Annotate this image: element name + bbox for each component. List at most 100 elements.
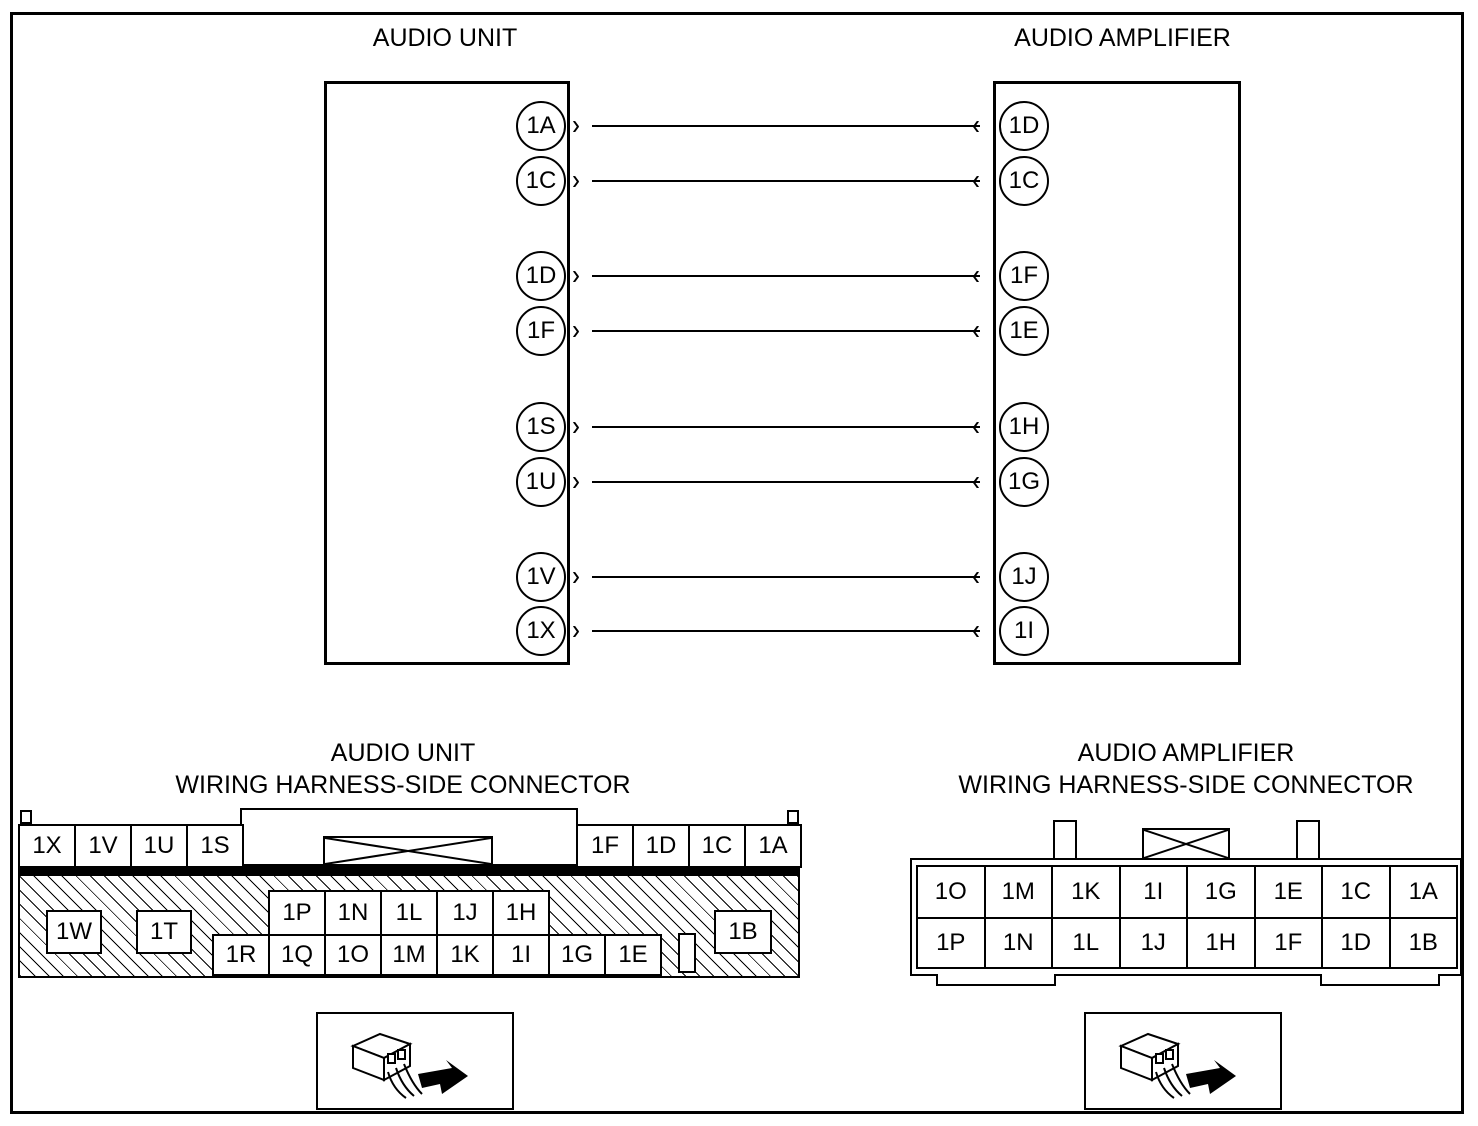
wire-chevron-left-icon: ‹‹ (972, 314, 977, 345)
wire-chevron-right-icon: ›› (572, 314, 577, 345)
connector-pin-cell: 1C (688, 824, 746, 868)
connector-pin-cell: 1I (492, 934, 550, 976)
audio-amplifier-connector-title-1: AUDIO AMPLIFIER (1077, 739, 1295, 767)
audio-amplifier-pin: 1F (999, 251, 1049, 301)
connector-pin-cell: 1M (380, 934, 438, 976)
connector-pin-cell: 1F (1253, 917, 1323, 969)
connector-pin-cell: 1A (1388, 865, 1458, 919)
connector-foot-right (1320, 974, 1440, 986)
connector-pin-cell: 1L (1051, 917, 1121, 969)
connector-key-cross (323, 836, 493, 866)
wire-chevron-right-icon: ›› (572, 465, 577, 496)
connector-pin-cell: 1P (268, 890, 326, 936)
audio-amplifier-pin: 1E (999, 306, 1049, 356)
wire-line (592, 275, 980, 277)
wire-chevron-left-icon: ‹‹ (972, 259, 977, 290)
audio-unit-pin: 1C (516, 156, 566, 206)
connector-pin-cell: 1J (436, 890, 494, 936)
wire-chevron-left-icon: ‹‹ (972, 560, 977, 591)
connector-pin-cell: 1V (74, 824, 132, 868)
audio-unit-connector-title-2: WIRING HARNESS-SIDE CONNECTOR (175, 771, 631, 799)
connector-foot-left (936, 974, 1056, 986)
connector-pin-cell: 1O (324, 934, 382, 976)
connector-key-cross (1142, 828, 1230, 860)
wire-chevron-left-icon: ‹‹ (972, 614, 977, 645)
connector-tab-left (1053, 820, 1077, 860)
probe-icon-box-left (316, 1012, 514, 1110)
probe-icon-box-right (1084, 1012, 1282, 1110)
wire-chevron-right-icon: ›› (572, 259, 577, 290)
connector-pin-cell: 1T (136, 910, 192, 954)
connector-pin-cell: 1J (1118, 917, 1188, 969)
wire-chevron-right-icon: ›› (572, 410, 577, 441)
connector-pin-cell: 1N (324, 890, 382, 936)
wire-chevron-left-icon: ‹‹ (972, 109, 977, 140)
connector-pin-cell: 1D (1321, 917, 1391, 969)
connector-pin-cell: 1E (604, 934, 662, 976)
connector-pin-cell: 1Q (268, 934, 326, 976)
audio-amplifier-connector-title-2: WIRING HARNESS-SIDE CONNECTOR (958, 771, 1414, 799)
wire-chevron-right-icon: ›› (572, 560, 577, 591)
connector-pin-cell: 1W (46, 910, 102, 954)
wire-line (592, 481, 980, 483)
connector-pin-cell: 1R (212, 934, 270, 976)
wire-chevron-right-icon: ›› (572, 109, 577, 140)
audio-unit-pin: 1A (516, 101, 566, 151)
audio-unit-pin: 1U (516, 457, 566, 507)
connector-pin-cell: 1B (1388, 917, 1458, 969)
connector-pin-cell: 1U (130, 824, 188, 868)
audio-amplifier-pin: 1C (999, 156, 1049, 206)
wire-chevron-left-icon: ‹‹ (972, 465, 977, 496)
wire-line (592, 125, 980, 127)
cross-mark-icon (325, 838, 491, 864)
connector-probe-icon (1118, 1032, 1236, 1099)
wire-chevron-left-icon: ‹‹ (972, 410, 977, 441)
audio-amplifier-title: AUDIO AMPLIFIER (1014, 24, 1231, 52)
connector-pin-cell: 1A (744, 824, 802, 868)
connector-pin-cell: 1S (186, 824, 244, 868)
audio-unit-connector-title-1: AUDIO UNIT (330, 739, 476, 767)
audio-unit-pin: 1F (516, 306, 566, 356)
connector-probe-icon (350, 1032, 468, 1099)
connector-pin-cell: 1H (1186, 917, 1256, 969)
connector-tab-right (1296, 820, 1320, 860)
connector-pin-cell: 1L (380, 890, 438, 936)
connector-pin-cell: 1C (1321, 865, 1391, 919)
wire-line (592, 630, 980, 632)
connector-pin-cell: 1H (492, 890, 550, 936)
connector-pin-cell: 1N (983, 917, 1053, 969)
audio-unit-pin: 1S (516, 402, 566, 452)
cross-mark-icon (1144, 830, 1228, 858)
connector-pin-cell: 1O (916, 865, 986, 919)
connector-pin-cell: 1D (632, 824, 690, 868)
wire-chevron-left-icon: ‹‹ (972, 164, 977, 195)
connector-pin-cell: 1B (714, 910, 772, 954)
connector-pin-cell: 1X (18, 824, 76, 868)
wire-line (592, 576, 980, 578)
diagram-frame (10, 12, 1464, 1114)
audio-amplifier-pin: 1J (999, 552, 1049, 602)
connector-pin-cell: 1K (436, 934, 494, 976)
connector-pin-cell: 1M (983, 865, 1053, 919)
connector-tab-left (20, 810, 32, 824)
connector-pin-cell: 1P (916, 917, 986, 969)
audio-unit-pin: 1X (516, 606, 566, 656)
wire-line (592, 330, 980, 332)
connector-divider-bar (18, 866, 800, 876)
wire-chevron-right-icon: ›› (572, 614, 577, 645)
audio-unit-pin: 1V (516, 552, 566, 602)
audio-amplifier-pin: 1H (999, 402, 1049, 452)
wire-chevron-right-icon: ›› (572, 164, 577, 195)
connector-pin-cell: 1I (1118, 865, 1188, 919)
connector-pin-cell: 1K (1051, 865, 1121, 919)
connector-pin-cell: 1G (548, 934, 606, 976)
connector-latch (678, 933, 696, 973)
wire-line (592, 426, 980, 428)
connector-pin-cell: 1E (1253, 865, 1323, 919)
audio-unit-title: AUDIO UNIT (372, 24, 518, 52)
audio-amplifier-pin: 1D (999, 101, 1049, 151)
connector-tab-right (787, 810, 799, 824)
connector-pin-cell: 1G (1186, 865, 1256, 919)
audio-amplifier-pin: 1G (999, 457, 1049, 507)
wire-line (592, 180, 980, 182)
